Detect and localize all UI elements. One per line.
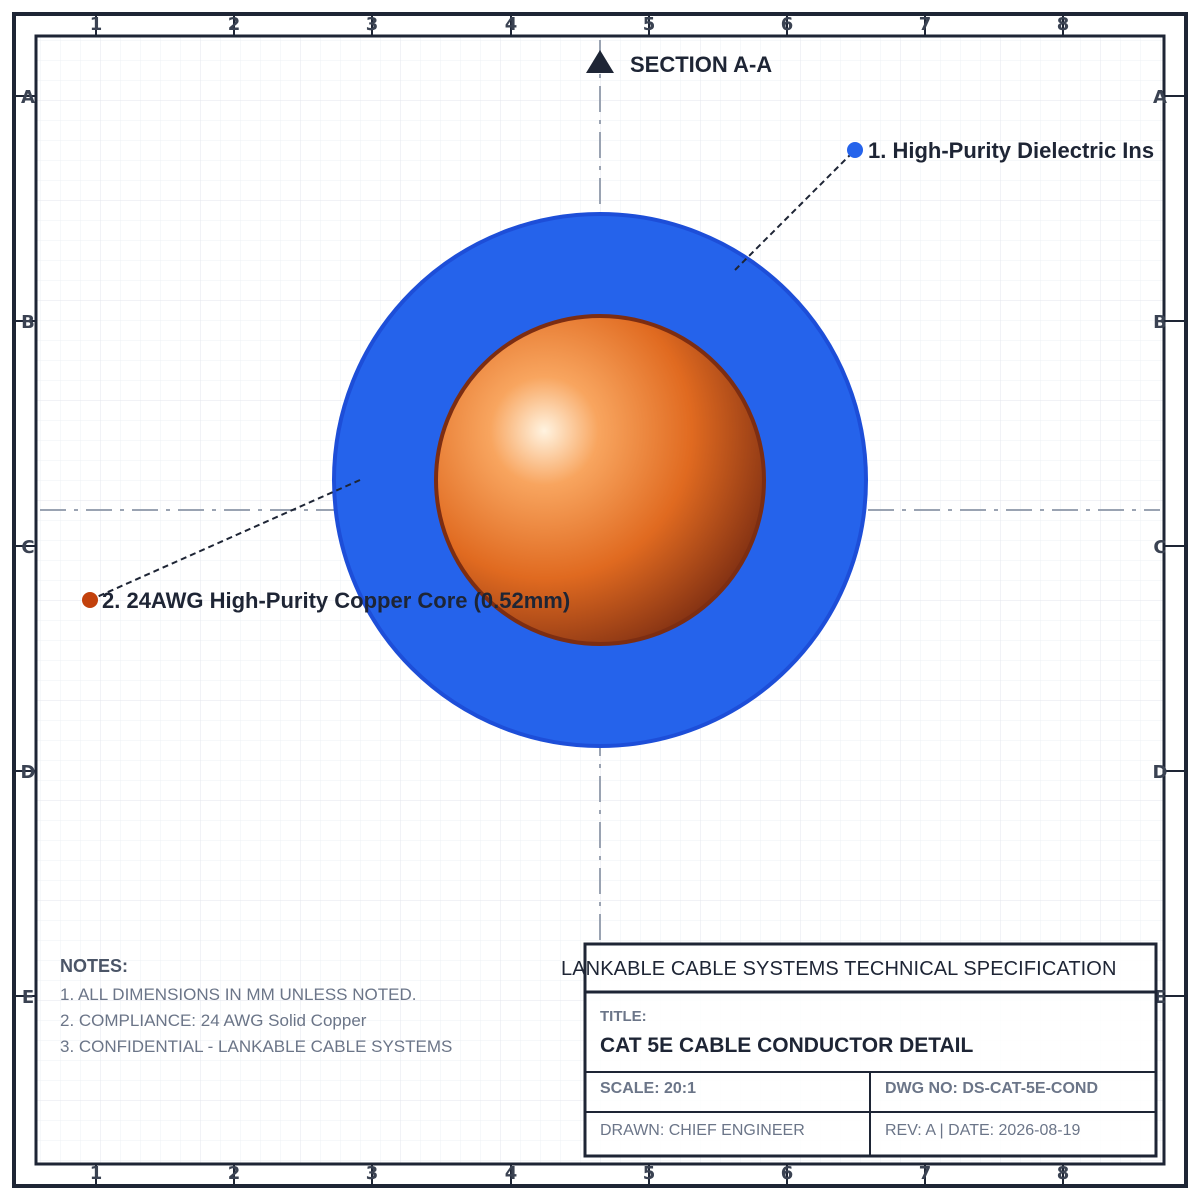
column-labels: 1 1 2 2 3 3 4 4 5 5 6 6 7 7 8 8 — [90, 14, 1070, 1184]
title-cell: TITLE: CAT 5E CABLE CONDUCTOR DETAIL — [600, 1008, 973, 1058]
row-label-left: D — [21, 762, 36, 783]
revision-date-field: REV: A | DATE: 2026-08-19 — [885, 1122, 1081, 1139]
notes-title: NOTES: — [60, 956, 129, 976]
drawing-title: CAT 5E CABLE CONDUCTOR DETAIL — [600, 1034, 974, 1057]
note-item: 3. CONFIDENTIAL - LANKABLE CABLE SYSTEMS — [60, 1037, 453, 1056]
column-label-top: 1 — [90, 14, 103, 35]
column-label-bottom: 1 — [90, 1163, 103, 1184]
callout-dot-insulation — [847, 142, 863, 158]
column-label-bottom: 8 — [1057, 1163, 1070, 1184]
callout-label-insulation: 1. High-Purity Dielectric Ins — [868, 138, 1154, 163]
column-ticks — [95, 14, 1064, 1186]
title-block-frame — [583, 942, 1158, 1158]
row-label-left: C — [21, 537, 34, 558]
row-ticks — [14, 95, 1186, 997]
row-label-left: E — [22, 987, 34, 1008]
copper-core — [434, 314, 766, 646]
row-label-left: A — [21, 87, 35, 108]
note-item: 2. COMPLIANCE: 24 AWG Solid Copper — [60, 1011, 367, 1030]
row-label-right: D — [1153, 762, 1168, 783]
section-label: SECTION A-A — [630, 52, 772, 77]
column-label-bottom: 7 — [919, 1163, 932, 1184]
drawing-number-field: DWG NO: DS-CAT-5E-COND — [885, 1080, 1099, 1097]
notes-block: NOTES: 1. ALL DIMENSIONS IN MM UNLESS NO… — [60, 956, 560, 1063]
column-label-top: 6 — [781, 14, 794, 35]
drawn-by-field: DRAWN: CHIEF ENGINEER — [600, 1122, 805, 1139]
row-label-right: A — [1153, 87, 1167, 108]
section-arrow-icon — [586, 50, 614, 73]
column-label-top: 4 — [505, 14, 518, 35]
callout-label-copper: 2. 24AWG High-Purity Copper Core (0.52mm… — [102, 588, 570, 613]
row-label-right: B — [1153, 312, 1167, 333]
scale-field: SCALE: 20:1 — [600, 1080, 697, 1097]
column-label-top: 5 — [643, 14, 656, 35]
callout-dot-copper — [82, 592, 98, 608]
title-label: TITLE: — [600, 1008, 647, 1025]
column-label-bottom: 6 — [781, 1163, 794, 1184]
column-label-top: 8 — [1057, 14, 1070, 35]
row-label-left: B — [21, 312, 35, 333]
inner-border — [34, 34, 1166, 1166]
outer-border — [12, 12, 1188, 1188]
column-label-bottom: 4 — [505, 1163, 518, 1184]
column-label-bottom: 3 — [366, 1163, 379, 1184]
row-label-right: C — [1153, 537, 1166, 558]
column-label-top: 7 — [919, 14, 932, 35]
column-label-bottom: 5 — [643, 1163, 656, 1184]
column-label-bottom: 2 — [228, 1163, 241, 1184]
company-name: LANKABLE CABLE SYSTEMS TECHNICAL SPECIFI… — [561, 958, 1117, 980]
callout-leader-insulation — [734, 149, 856, 271]
note-item: 1. ALL DIMENSIONS IN MM UNLESS NOTED. — [60, 985, 417, 1004]
column-label-top: 3 — [366, 14, 379, 35]
column-label-top: 2 — [228, 14, 241, 35]
